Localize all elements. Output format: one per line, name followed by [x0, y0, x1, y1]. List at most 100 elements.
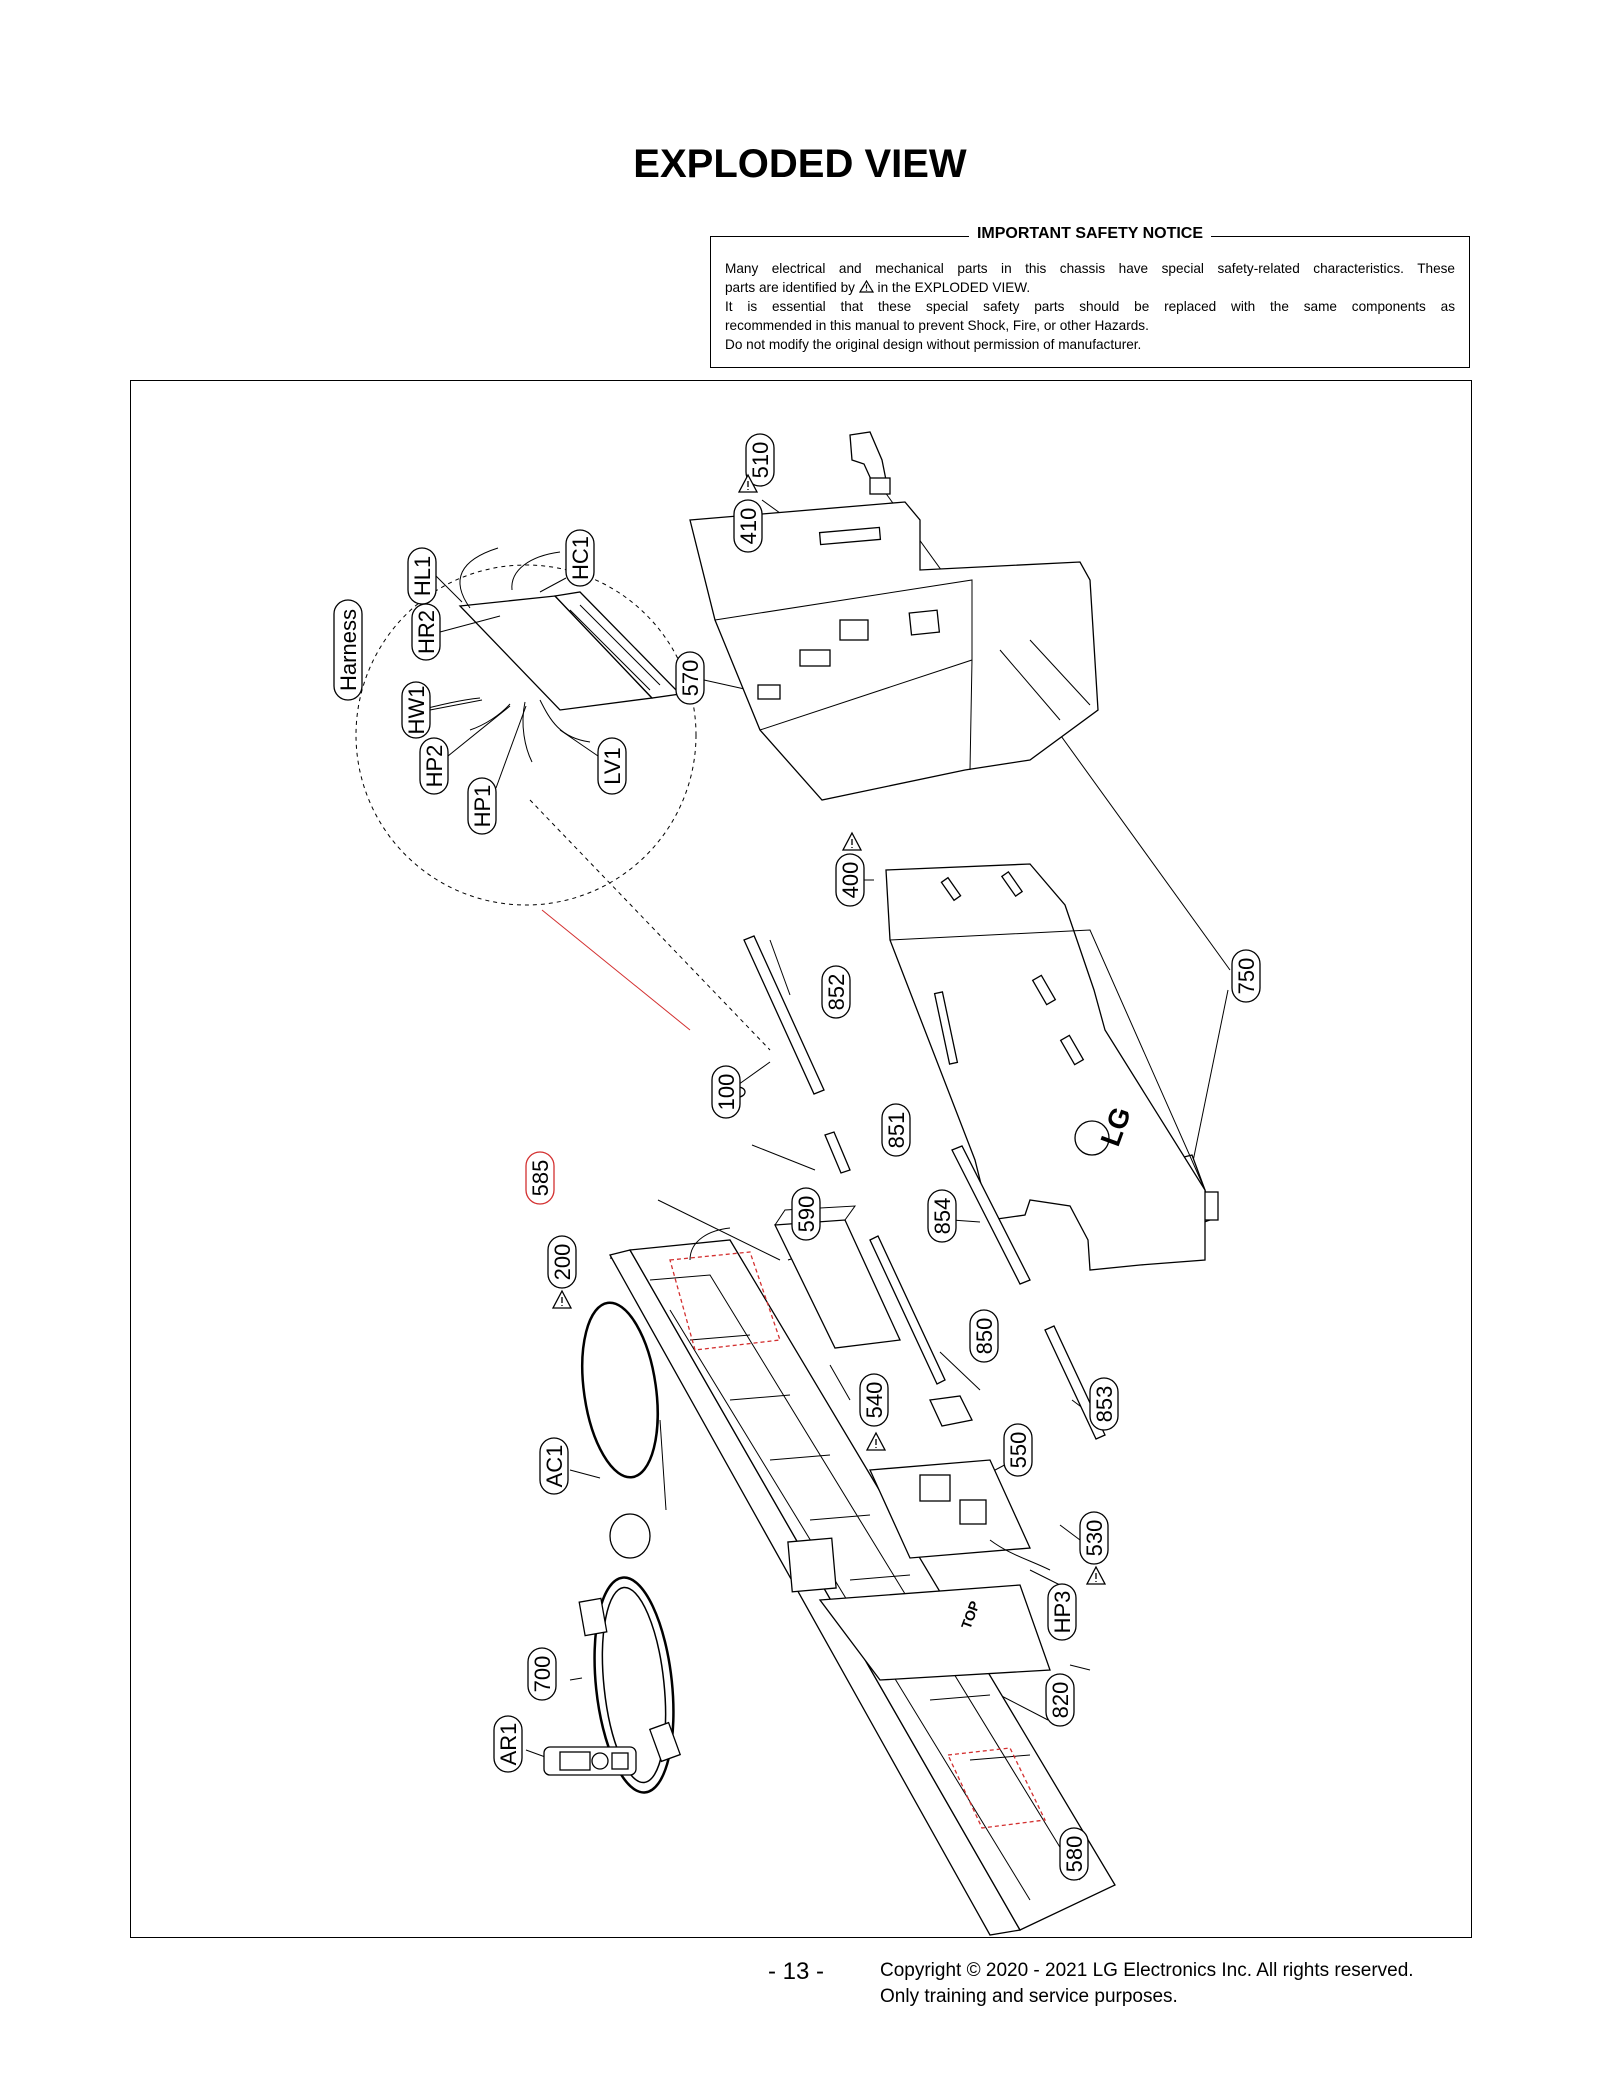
leader-585 — [541, 909, 691, 1031]
callout-590: 590 — [791, 1187, 821, 1241]
svg-text:530: 530 — [1082, 1520, 1107, 1557]
callout-550: 550 — [1003, 1423, 1033, 1477]
part-530-board — [869, 1459, 1051, 1571]
part-700-cable — [578, 1576, 682, 1794]
callout-852: 852 — [821, 965, 851, 1019]
part-570-bracket — [757, 684, 781, 700]
svg-text:AR1: AR1 — [496, 1723, 521, 1766]
svg-text:851: 851 — [884, 1112, 909, 1149]
callout-hp2: HP2 — [419, 737, 449, 795]
callout-hr2: HR2 — [411, 603, 441, 661]
svg-text:540: 540 — [862, 1382, 887, 1419]
part-580-highlight — [947, 1747, 1046, 1829]
svg-text:853: 853 — [1092, 1386, 1117, 1423]
notice-line-4: recommended in this manual to prevent Sh… — [725, 318, 1149, 333]
callout-hp3: HP3 — [1047, 1583, 1077, 1641]
callout-ac1: AC1 — [539, 1437, 569, 1495]
callout-750: 750 — [1231, 949, 1261, 1003]
svg-text:820: 820 — [1048, 1682, 1073, 1719]
notice-line-1: Many electrical and mechanical parts in … — [725, 261, 1455, 276]
warning-triangle-icon — [858, 279, 874, 293]
callout-854: 854 — [927, 1189, 957, 1243]
part-550-bracket — [929, 1395, 973, 1427]
svg-text:590: 590 — [794, 1196, 819, 1233]
callout-100: 100 — [711, 1065, 741, 1119]
svg-text:100: 100 — [714, 1074, 739, 1111]
svg-text:AC1: AC1 — [542, 1445, 567, 1488]
part-400-back-cover: LG — [885, 863, 1206, 1271]
svg-text:400: 400 — [838, 862, 863, 899]
callout-540: 540 — [859, 1373, 889, 1427]
svg-text:Harness: Harness — [336, 609, 361, 691]
svg-text:850: 850 — [972, 1318, 997, 1355]
warning-400-icon — [842, 832, 862, 851]
callout-530: 530 — [1079, 1511, 1109, 1565]
part-850-rail — [869, 1235, 946, 1385]
svg-text:750: 750 — [1234, 958, 1259, 995]
callout-510: 510 — [745, 433, 775, 487]
svg-text:410: 410 — [736, 508, 761, 545]
callout-853: 853 — [1089, 1377, 1119, 1431]
svg-text:585: 585 — [528, 1160, 553, 1197]
part-585-highlight — [669, 1251, 781, 1351]
callout-400: 400 — [835, 853, 865, 907]
svg-text:852: 852 — [824, 974, 849, 1011]
part-ac1-cable — [581, 1301, 667, 1559]
warning-200-icon — [552, 1290, 572, 1309]
svg-text:510: 510 — [748, 442, 773, 479]
svg-text:HC1: HC1 — [568, 536, 593, 580]
part-ar1-remote — [543, 1746, 637, 1776]
callout-820: 820 — [1045, 1673, 1075, 1727]
svg-text:HP2: HP2 — [422, 745, 447, 788]
notice-line-5: Do not modify the original design withou… — [725, 337, 1142, 352]
part-854-rail — [951, 1145, 1031, 1285]
callout-410: 410 — [733, 499, 763, 553]
warning-540-icon — [866, 1432, 886, 1451]
harness-board — [419, 547, 682, 763]
callout-hl1: HL1 — [407, 547, 437, 605]
safety-notice-heading: IMPORTANT SAFETY NOTICE — [968, 225, 1212, 242]
callout-850: 850 — [969, 1309, 999, 1363]
part-820-shield-plate: TOP — [818, 1584, 1051, 1681]
svg-text:580: 580 — [1062, 1836, 1087, 1873]
callout-200: 200 — [547, 1235, 577, 1289]
callout-hc1: HC1 — [565, 529, 595, 587]
page-number: - 13 - — [768, 1958, 825, 1985]
copyright-text: Copyright © 2020 - 2021 LG Electronics I… — [880, 1960, 1414, 2007]
svg-text:200: 200 — [550, 1244, 575, 1281]
part-410-cover — [689, 501, 1099, 801]
part-851-rail — [824, 1131, 851, 1174]
svg-text:HW1: HW1 — [404, 686, 429, 735]
notice-line-3: It is essential that these special safet… — [725, 299, 1455, 314]
svg-text:HR2: HR2 — [414, 610, 439, 654]
harness-detail-circle — [355, 564, 697, 906]
warning-530-icon — [1086, 1566, 1106, 1585]
svg-text:HL1: HL1 — [410, 556, 435, 596]
svg-text:700: 700 — [530, 1656, 555, 1693]
safety-notice-box: IMPORTANT SAFETY NOTICE Many electrical … — [710, 225, 1470, 368]
callout-580: 580 — [1059, 1827, 1089, 1881]
callout-harness: Harness — [333, 599, 363, 701]
part-852-rail — [743, 935, 825, 1095]
callout-lv1: LV1 — [597, 737, 627, 795]
page-title: EXPLODED VIEW — [633, 142, 967, 186]
svg-text:570: 570 — [678, 660, 703, 697]
svg-text:854: 854 — [930, 1198, 955, 1235]
callout-570: 570 — [675, 651, 705, 705]
diagram-frame — [130, 380, 1472, 1938]
callout-585: 585 — [525, 1151, 555, 1205]
notice-line-2: parts are identified by in the EXPLODED … — [725, 279, 1031, 295]
callout-hp1: HP1 — [467, 777, 497, 835]
safety-notice-text: Many electrical and mechanical parts in … — [725, 259, 1455, 354]
svg-text:550: 550 — [1006, 1432, 1031, 1469]
callout-700: 700 — [527, 1647, 557, 1701]
callout-851: 851 — [881, 1103, 911, 1157]
svg-text:LV1: LV1 — [600, 747, 625, 785]
callout-labels: 510 410 570 400 750 852 100 851 854 585 … — [333, 433, 1261, 1881]
callout-ar1: AR1 — [493, 1715, 523, 1773]
part-750-stand-top — [849, 431, 891, 495]
callout-hw1: HW1 — [401, 681, 431, 739]
exploded-view-diagram: LG TOP — [333, 431, 1261, 1936]
svg-text:HP1: HP1 — [470, 785, 495, 828]
harness-link-line — [529, 799, 771, 1051]
